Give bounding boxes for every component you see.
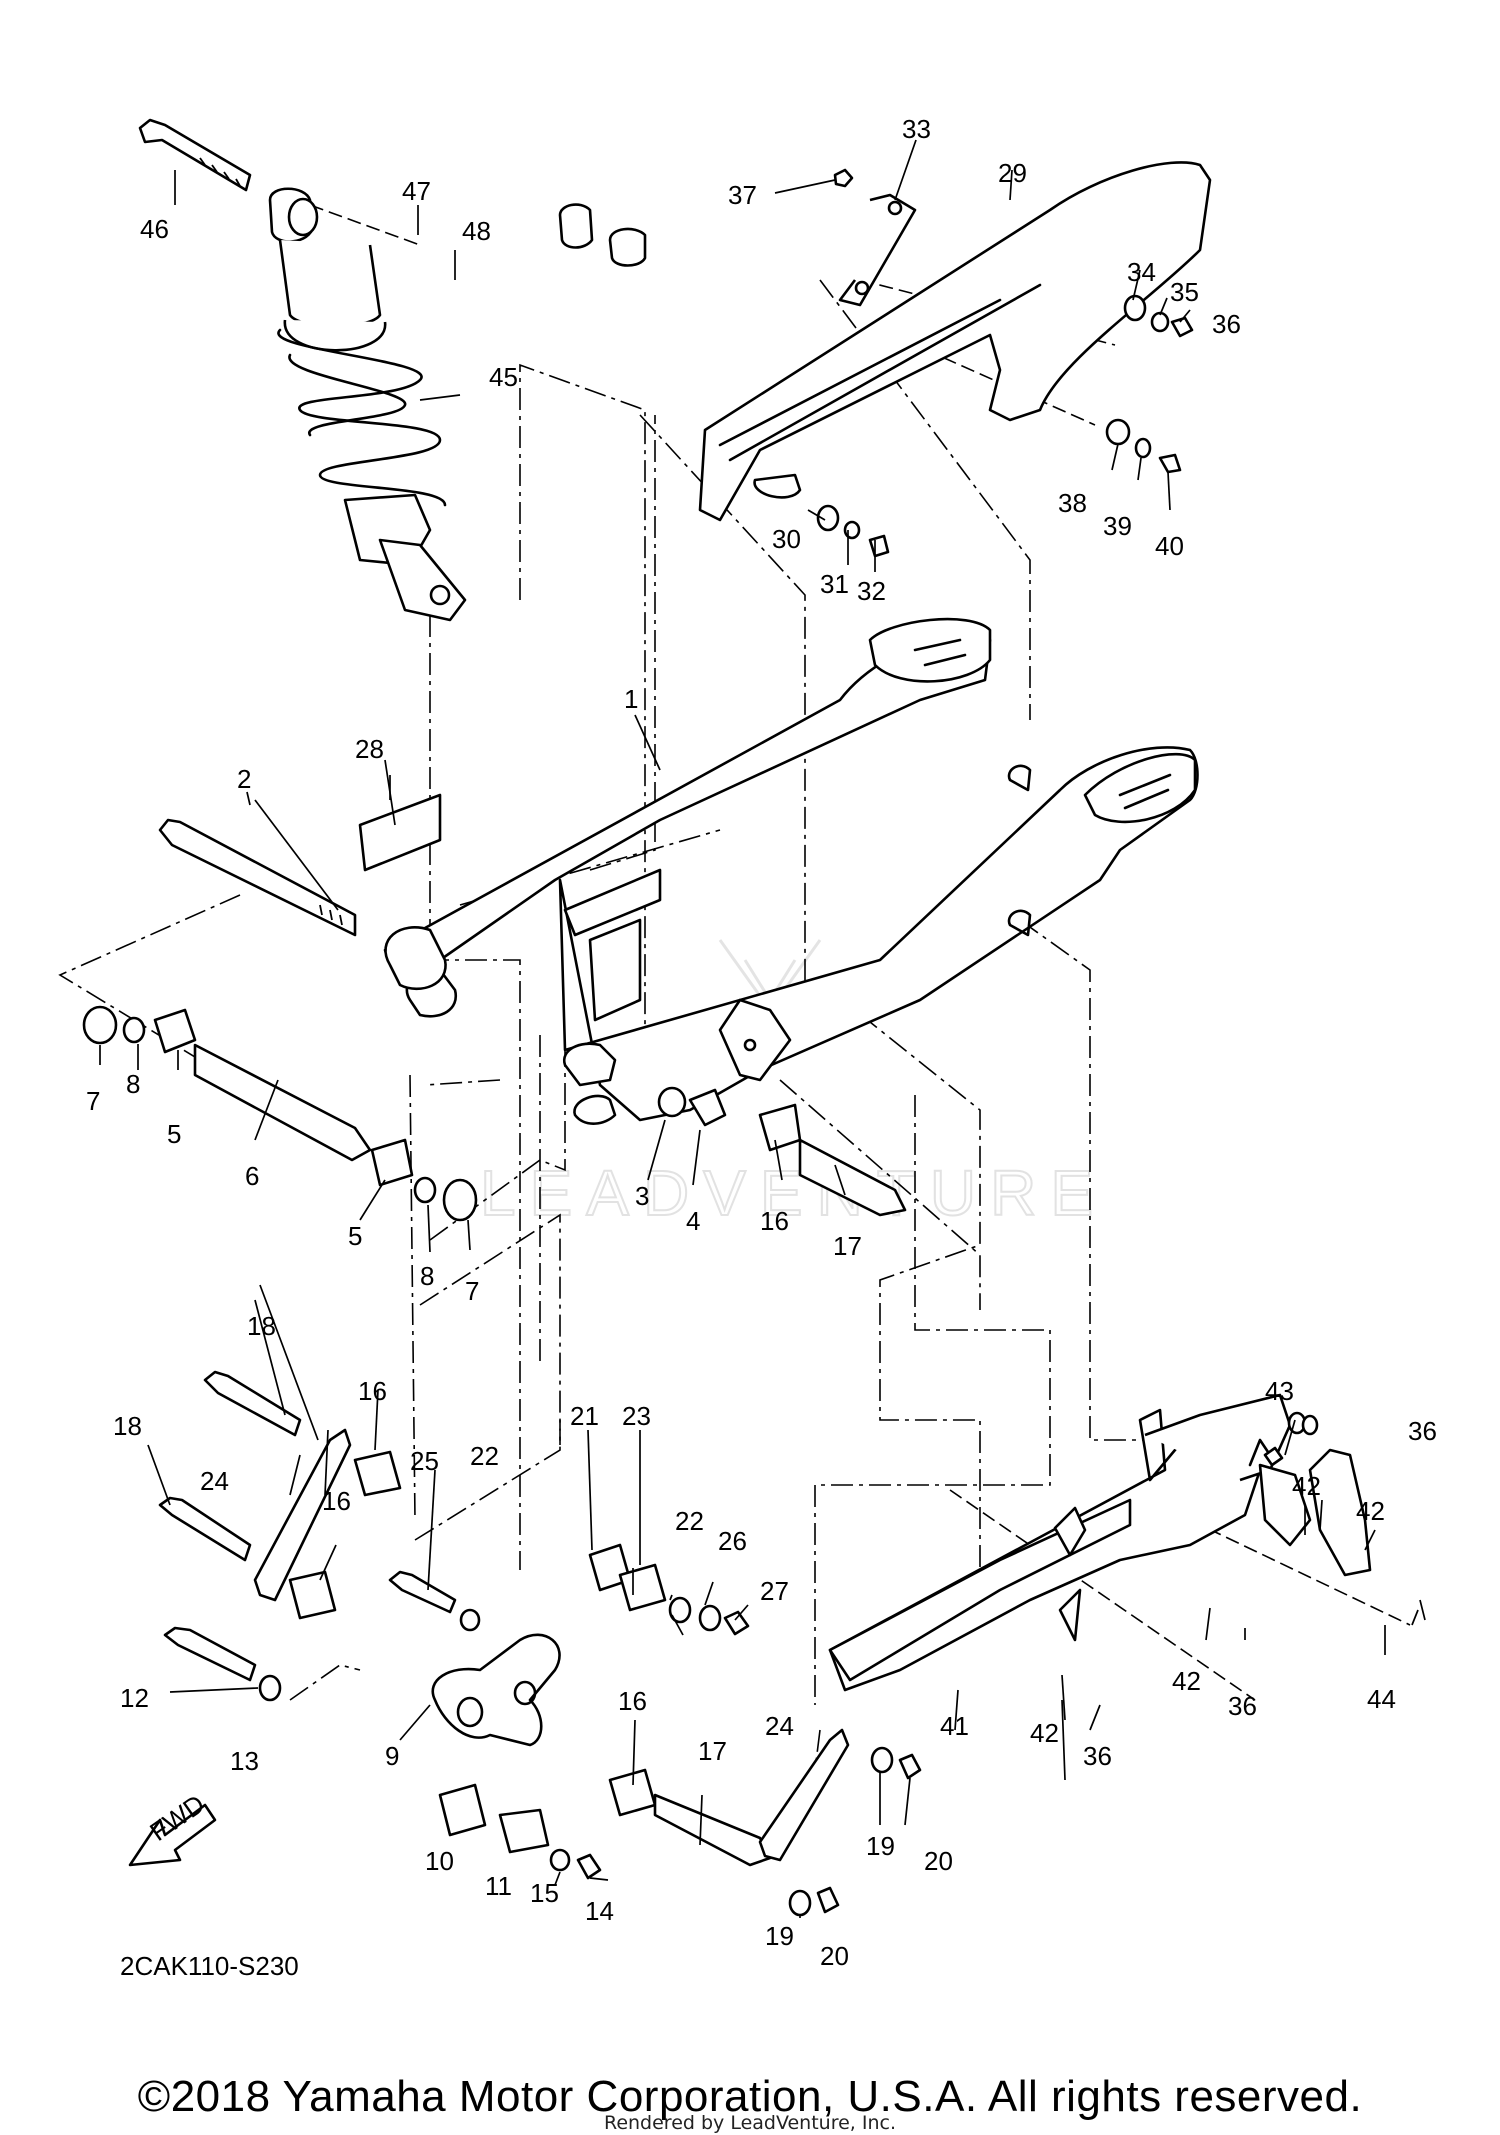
callout-44: 43 bbox=[1265, 1376, 1294, 1406]
callout-22a: 22 bbox=[470, 1441, 499, 1471]
callout-36d: 36 bbox=[1083, 1741, 1112, 1771]
assembly-guide-lines bbox=[58, 204, 1411, 1771]
callout-15: 15 bbox=[530, 1878, 559, 1908]
callout-3: 3 bbox=[635, 1181, 649, 1211]
callout-24a: 24 bbox=[200, 1466, 229, 1496]
callout-13: 13 bbox=[230, 1746, 259, 1776]
callout-34: 34 bbox=[1127, 257, 1156, 287]
callout-12: 12 bbox=[120, 1683, 149, 1713]
callout-49: 48 bbox=[462, 216, 491, 246]
callout-18a: 18 bbox=[247, 1311, 276, 1341]
rendered-by-credit: Rendered by LeadVenture, Inc. bbox=[603, 2112, 897, 2134]
label-sticker bbox=[358, 793, 442, 872]
relay-arm-and-links bbox=[158, 1370, 922, 1917]
callout-37: 37 bbox=[728, 180, 757, 210]
callout-42c: 42 bbox=[1030, 1718, 1059, 1748]
diagram-code: 2CAK110-S230 bbox=[120, 1951, 299, 1981]
callout-6: 6 bbox=[245, 1161, 259, 1191]
callout-46: 45 bbox=[489, 362, 518, 392]
callout-8b: 8 bbox=[420, 1261, 434, 1291]
callout-22b: 22 bbox=[675, 1506, 704, 1536]
fwd-arrow: FWD bbox=[128, 1788, 217, 1867]
copyright-notice: ©2018 Yamaha Motor Corporation, U.S.A. A… bbox=[137, 2072, 1363, 2121]
callout-42a: 42 bbox=[1292, 1471, 1321, 1501]
callout-19a: 19 bbox=[866, 1831, 895, 1861]
callout-2: 2 bbox=[237, 764, 251, 794]
callout-39: 39 bbox=[1103, 511, 1132, 541]
callout-labels: 1 2 3 4 5 5 6 7 7 8 8 9 10 11 12 13 14 1… bbox=[86, 114, 1437, 1971]
callout-5a: 5 bbox=[167, 1119, 181, 1149]
callout-19b: 19 bbox=[765, 1921, 794, 1951]
callout-16d: 16 bbox=[618, 1686, 647, 1716]
callout-40: 40 bbox=[1155, 531, 1184, 561]
callout-17b: 17 bbox=[698, 1736, 727, 1766]
callout-28: 28 bbox=[355, 734, 384, 764]
rear-shock-absorber bbox=[138, 118, 647, 622]
callout-42b: 42 bbox=[1172, 1666, 1201, 1696]
callout-45: 44 bbox=[1367, 1684, 1396, 1714]
chain-case-upper bbox=[698, 161, 1212, 522]
callout-36b: 36 bbox=[1408, 1416, 1437, 1446]
callout-41: 41 bbox=[940, 1711, 969, 1741]
leader-lines bbox=[99, 139, 1426, 1918]
callout-16b: 16 bbox=[358, 1376, 387, 1406]
callout-1: 1 bbox=[624, 684, 638, 714]
callout-32: 32 bbox=[857, 576, 886, 606]
callout-25: 25 bbox=[410, 1446, 439, 1476]
callout-23: 23 bbox=[622, 1401, 651, 1431]
callout-17a: 17 bbox=[833, 1231, 862, 1261]
callout-31: 31 bbox=[820, 569, 849, 599]
callout-48: 47 bbox=[402, 176, 431, 206]
callout-10: 10 bbox=[425, 1846, 454, 1876]
callout-11: 11 bbox=[485, 1871, 512, 1901]
callout-5b: 5 bbox=[348, 1221, 362, 1251]
callout-47: 46 bbox=[140, 214, 169, 244]
callout-35: 35 bbox=[1170, 277, 1199, 307]
callout-33: 33 bbox=[902, 114, 931, 144]
callout-7b: 7 bbox=[465, 1276, 479, 1306]
callout-27: 27 bbox=[760, 1576, 789, 1606]
callout-24b: 24 bbox=[765, 1711, 794, 1741]
swingarm bbox=[383, 617, 1199, 1125]
callout-8a: 8 bbox=[126, 1069, 140, 1099]
pivot-shaft bbox=[158, 818, 357, 937]
callout-4: 4 bbox=[686, 1206, 700, 1236]
callout-20b: 20 bbox=[820, 1941, 849, 1971]
callout-21: 21 bbox=[570, 1401, 599, 1431]
callout-16c: 16 bbox=[322, 1486, 351, 1516]
callout-26: 26 bbox=[718, 1526, 747, 1556]
callout-36a: 36 bbox=[1212, 309, 1241, 339]
callout-16a: 16 bbox=[760, 1206, 789, 1236]
callout-7a: 7 bbox=[86, 1086, 100, 1116]
chain-case-lower bbox=[828, 1393, 1372, 1692]
callout-29: 29 bbox=[998, 158, 1027, 188]
callout-30: 30 bbox=[772, 524, 801, 554]
callout-20a: 20 bbox=[924, 1846, 953, 1876]
watermark-text: LEADVENTURE bbox=[480, 1157, 1107, 1229]
callout-18b: 18 bbox=[113, 1411, 142, 1441]
callout-9: 9 bbox=[385, 1741, 399, 1771]
callout-36c: 36 bbox=[1228, 1691, 1257, 1721]
callout-14: 14 bbox=[585, 1896, 614, 1926]
callout-38: 38 bbox=[1058, 488, 1087, 518]
hardware-washers-bolts bbox=[816, 294, 1194, 558]
pivot-collars bbox=[82, 1005, 907, 1222]
callout-43: 42 bbox=[1356, 1496, 1385, 1526]
